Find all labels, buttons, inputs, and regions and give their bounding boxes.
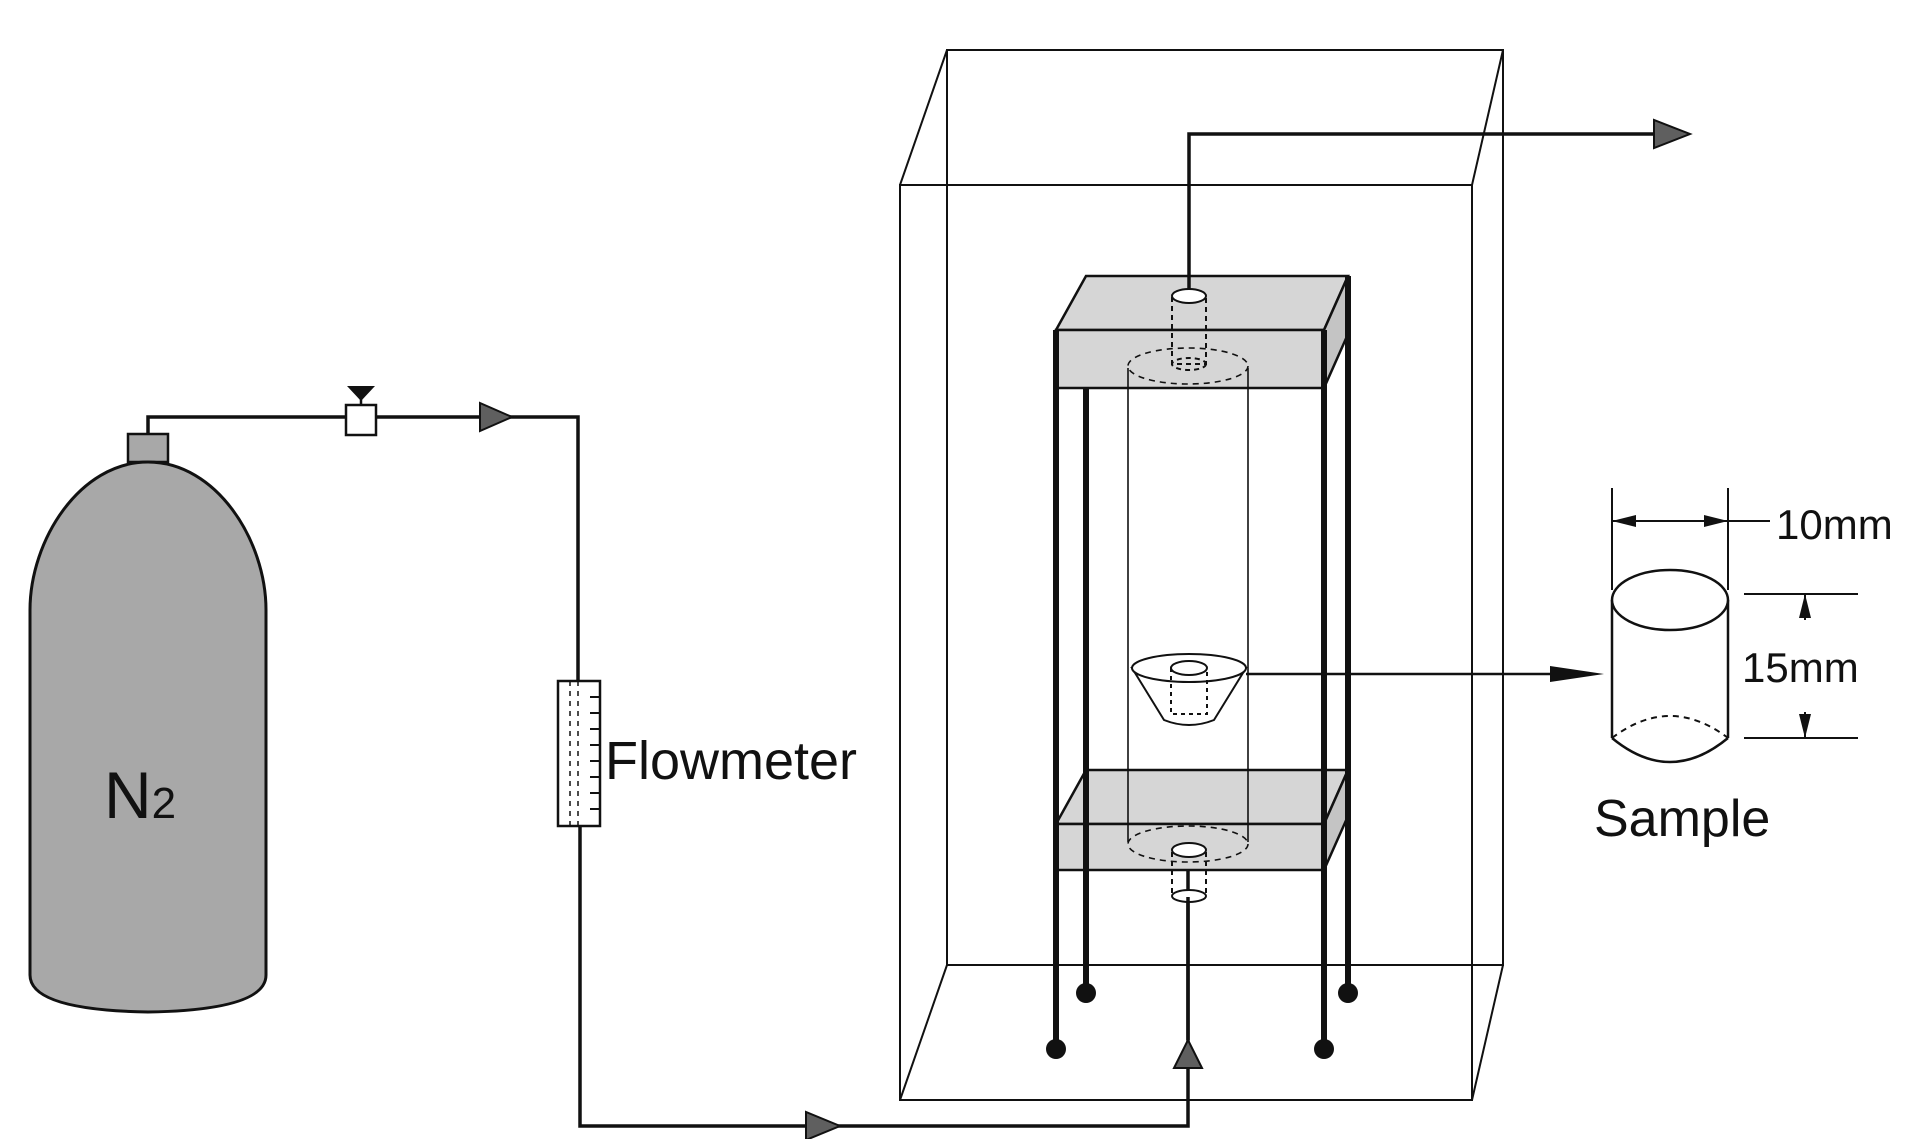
upper-plate xyxy=(1053,274,1350,390)
triangle-arrow-icon xyxy=(805,1110,843,1139)
gas-label: N2 xyxy=(104,758,176,832)
triangle-arrow-icon xyxy=(1172,1037,1204,1069)
dimension-arrow-icon xyxy=(1611,488,1770,590)
rod-feet xyxy=(1046,983,1358,1059)
triangle-arrow-icon xyxy=(1550,666,1604,682)
dimension-arrow-icon xyxy=(1744,593,1858,739)
gas-cylinder: N2 xyxy=(28,432,268,1014)
support-rods xyxy=(1053,276,1351,1048)
outlet-line xyxy=(1187,132,1660,289)
sample-label: Sample xyxy=(1594,790,1770,848)
cylinder-body xyxy=(28,460,268,1014)
diameter-label: 10mm xyxy=(1776,501,1893,548)
furnace-enclosure xyxy=(899,49,1504,1101)
flowmeter-label: Flowmeter xyxy=(605,731,857,791)
valve-icon xyxy=(344,386,378,437)
reaction-tube xyxy=(1127,347,1249,863)
triangle-arrow-icon xyxy=(479,401,515,433)
triangle-arrow-icon xyxy=(1653,118,1693,150)
height-label: 15mm xyxy=(1742,644,1859,691)
crucible xyxy=(1130,653,1248,726)
lower-port xyxy=(1171,842,1207,903)
cylinder-cap xyxy=(126,432,170,464)
sample-cylinder xyxy=(1610,568,1730,764)
flowmeter: Flowmeter xyxy=(556,679,857,828)
